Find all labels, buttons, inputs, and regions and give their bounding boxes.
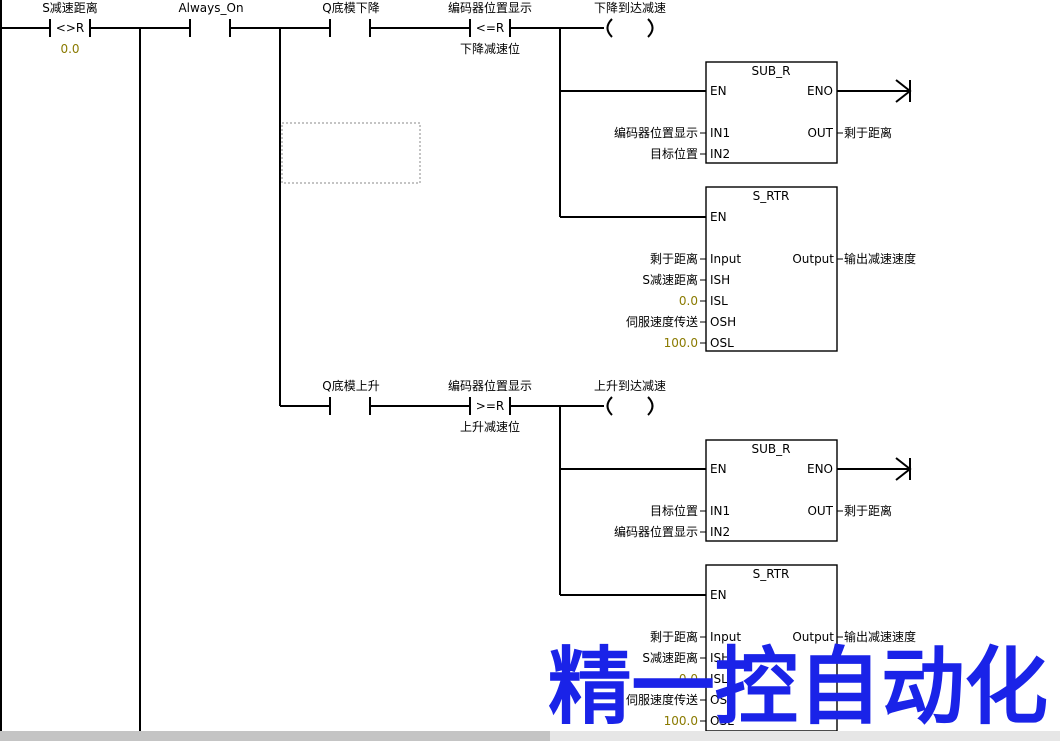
coil-label: 上升到达减速: [594, 379, 666, 393]
compare-contact-encoder-down[interactable]: 编码器位置显示 <=R 下降减速位: [448, 0, 532, 56]
pin-input: Input: [710, 630, 741, 644]
contact-label: Q底模上升: [322, 378, 379, 393]
pin-eno: ENO: [807, 462, 833, 476]
block-title: S_RTR: [753, 189, 790, 203]
isl-value: 0.0: [679, 294, 698, 308]
sub-r-block-2[interactable]: SUB_R EN ENO IN1 IN2 OUT 目标位置 编码器位置显示 剩于…: [614, 439, 892, 542]
osh-value: 伺服速度传送: [626, 692, 698, 707]
pin-isl: ISL: [710, 672, 728, 686]
in2-value: 目标位置: [650, 146, 698, 161]
pin-ish: ISH: [710, 651, 730, 665]
pin-ish: ISH: [710, 273, 730, 287]
pin-isl: ISL: [710, 294, 728, 308]
out-value: 剩于距离: [844, 503, 892, 518]
s-rtr-block-2[interactable]: S_RTR EN Input ISH ISL OSH OSL Output 剩于…: [626, 564, 916, 732]
pin-en: EN: [710, 588, 727, 602]
in1-value: 目标位置: [650, 503, 698, 518]
pin-en: EN: [710, 210, 727, 224]
out-value: 剩于距离: [844, 125, 892, 140]
compare-value: 下降减速位: [460, 41, 520, 56]
pin-out: OUT: [807, 504, 833, 518]
coil-up-reach-decel[interactable]: 上升到达减速: [594, 379, 666, 416]
pin-en: EN: [710, 84, 727, 98]
eno-output-arrow: [837, 79, 912, 103]
pin-osl: OSL: [710, 336, 734, 350]
selection-cell[interactable]: [281, 122, 421, 184]
contact-label: Always_On: [178, 1, 243, 15]
contact-q-mold-up[interactable]: Q底模上升: [322, 378, 380, 415]
contact-label: Q底模下降: [322, 0, 379, 15]
eno-output-arrow: [837, 457, 912, 481]
in1-value: 编码器位置显示: [614, 125, 698, 140]
coil-label: 下降到达减速: [594, 1, 666, 15]
watermark-text: 精一控自动化: [548, 638, 1048, 736]
compare-contact-encoder-up[interactable]: 编码器位置显示 >=R 上升减速位: [448, 378, 532, 434]
pin-input: Input: [710, 252, 741, 266]
coil-down-reach-decel[interactable]: 下降到达减速: [594, 1, 666, 38]
pin-output: Output: [792, 630, 834, 644]
pin-osl: OSL: [710, 714, 734, 728]
contact-label: 编码器位置显示: [448, 378, 532, 393]
in2-value: 编码器位置显示: [614, 524, 698, 539]
compare-operator: >=R: [476, 399, 504, 413]
s-rtr-block-1[interactable]: S_RTR EN Input ISH ISL OSH OSL Output 剩于…: [626, 186, 916, 352]
scrollbar-thumb[interactable]: [0, 731, 550, 741]
input-value: 剩于距离: [650, 629, 698, 644]
block-title: S_RTR: [753, 567, 790, 581]
block-title: SUB_R: [752, 442, 791, 456]
input-value: 剩于距离: [650, 251, 698, 266]
sub-r-block-1[interactable]: SUB_R EN ENO IN1 IN2 OUT 编码器位置显示 目标位置 剩于…: [614, 61, 892, 164]
osl-value: 100.0: [664, 336, 698, 350]
compare-value: 上升减速位: [460, 419, 520, 434]
pin-in2: IN2: [710, 147, 730, 161]
ish-value: S减速距离: [642, 650, 698, 665]
osh-value: 伺服速度传送: [626, 314, 698, 329]
ish-value: S减速距离: [642, 272, 698, 287]
isl-value: 0.0: [679, 672, 698, 686]
osl-value: 100.0: [664, 714, 698, 728]
pin-in1: IN1: [710, 504, 730, 518]
compare-operator: <=R: [476, 21, 504, 35]
block-title: SUB_R: [752, 64, 791, 78]
output-value: 输出减速速度: [844, 251, 916, 266]
pin-in1: IN1: [710, 126, 730, 140]
compare-contact-s-decel-distance[interactable]: S减速距离 <>R 0.0: [42, 0, 98, 56]
pin-osh: OSH: [710, 315, 736, 329]
contact-always-on[interactable]: Always_On: [178, 1, 244, 37]
pin-osh: OSH: [710, 693, 736, 707]
pin-eno: ENO: [807, 84, 833, 98]
contact-q-mold-down[interactable]: Q底模下降: [322, 0, 380, 37]
contact-label: 编码器位置显示: [448, 0, 532, 15]
pin-output: Output: [792, 252, 834, 266]
contact-label: S减速距离: [42, 0, 98, 15]
pin-en: EN: [710, 462, 727, 476]
pin-in2: IN2: [710, 525, 730, 539]
compare-operator: <>R: [56, 21, 84, 35]
output-value: 输出减速速度: [844, 629, 916, 644]
compare-value: 0.0: [60, 42, 79, 56]
pin-out: OUT: [807, 126, 833, 140]
